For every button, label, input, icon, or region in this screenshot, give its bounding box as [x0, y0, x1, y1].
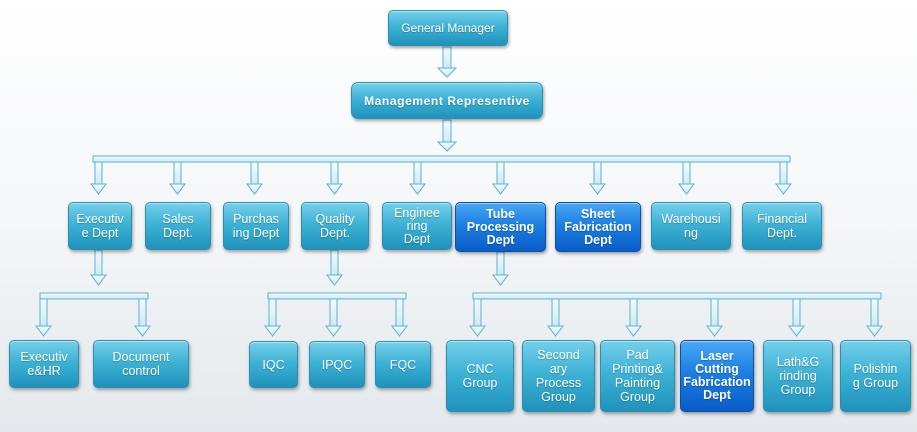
department-bus — [92, 155, 791, 163]
laser-cutting-fabrication-dept-box: Laser Cutting Fabrication Dept — [680, 340, 754, 412]
tube-subtree-connectors — [469, 251, 883, 337]
fqc-box: FQC — [375, 341, 431, 388]
document-control-box: Document control — [93, 340, 189, 388]
sheet-fabrication-dept-box: Sheet Fabrication Dept — [555, 202, 641, 252]
financial-dept-box: Financial Dept. — [742, 202, 822, 250]
executive-dept-box: Executiv e Dept — [68, 202, 132, 250]
polishing-group-box: Polishin g Group — [840, 340, 911, 412]
arrow-gm-to-rep — [436, 46, 458, 78]
executive-hr-box: Executiv e&HR — [9, 340, 79, 388]
engineering-dept-box: Enginee ring Dept — [382, 202, 452, 250]
warehousing-box: Warehousi ng — [651, 202, 731, 250]
executive-subtree-connectors — [35, 249, 151, 337]
department-drop-arrows — [90, 161, 792, 195]
secondary-process-group-box: Second ary Process Group — [522, 340, 595, 412]
purchasing-dept-box: Purchas ing Dept — [223, 202, 289, 250]
sales-dept-box: Sales Dept. — [145, 202, 211, 250]
cnc-group-box: CNC Group — [446, 340, 514, 412]
quality-subtree-connectors — [264, 249, 408, 337]
pad-printing-painting-group-box: Pad Printing& Painting Group — [600, 340, 675, 412]
general-manager-box: General Manager — [388, 10, 508, 46]
tube-processing-dept-box: Tube Processing Dept — [455, 202, 546, 252]
management-representative-box: Management Representive — [351, 82, 543, 119]
arrow-rep-to-bus — [436, 119, 458, 152]
lath-grinding-group-box: Lath&G rinding Group — [763, 340, 833, 412]
ipqc-box: IPQC — [309, 341, 365, 388]
quality-dept-box: Quality Dept. — [301, 202, 369, 250]
iqc-box: IQC — [249, 341, 298, 388]
